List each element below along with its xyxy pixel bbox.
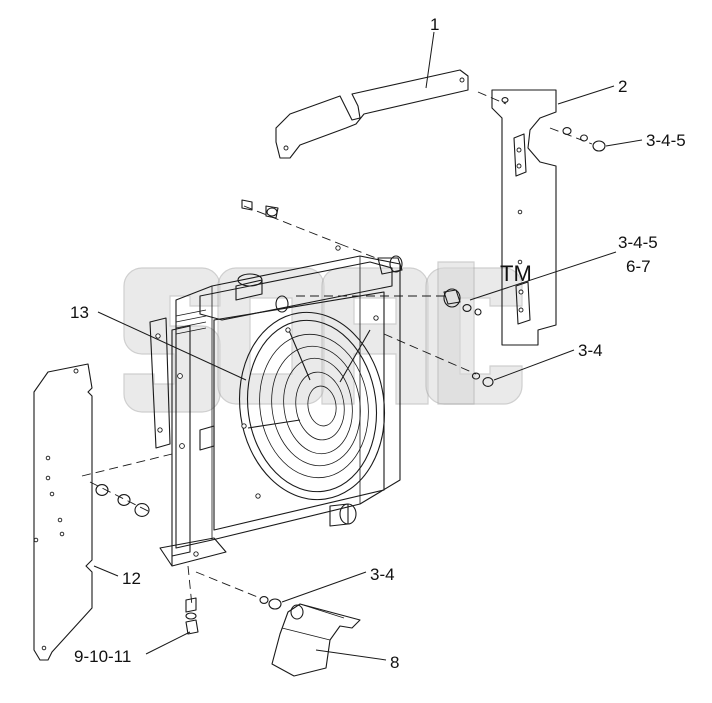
label-part-13: 13 — [70, 303, 89, 322]
label-part-1: 1 — [430, 15, 439, 34]
label-part-3-4-right: 3-4 — [578, 341, 603, 360]
label-part-3-4-5-mid: 3-4-5 — [618, 233, 658, 252]
label-part-12: 12 — [122, 569, 141, 588]
callout-labels: 1 2 3-4-5 3-4-5 6-7 3-4 13 12 3-4 9-10-1… — [70, 15, 686, 672]
label-part-3-4-5-top: 3-4-5 — [646, 131, 686, 150]
watermark-logo: ТМ — [123, 261, 532, 413]
label-part-9-10-11: 9-10-11 — [74, 647, 131, 666]
bottom-shield-part-8 — [271, 603, 361, 677]
assembly-lines — [81, 91, 593, 607]
label-part-8: 8 — [390, 653, 399, 672]
left-panel-part-12 — [33, 363, 93, 661]
label-part-3-4-bottom: 3-4 — [370, 565, 395, 584]
fasteners — [95, 97, 606, 635]
top-bracket-part-1 — [275, 69, 469, 159]
side-bracket-part-2 — [491, 89, 557, 346]
label-part-6-7: 6-7 — [626, 257, 651, 276]
radiator-assembly-part-13 — [149, 245, 403, 567]
label-part-2: 2 — [618, 77, 627, 96]
leader-lines — [93, 31, 643, 661]
